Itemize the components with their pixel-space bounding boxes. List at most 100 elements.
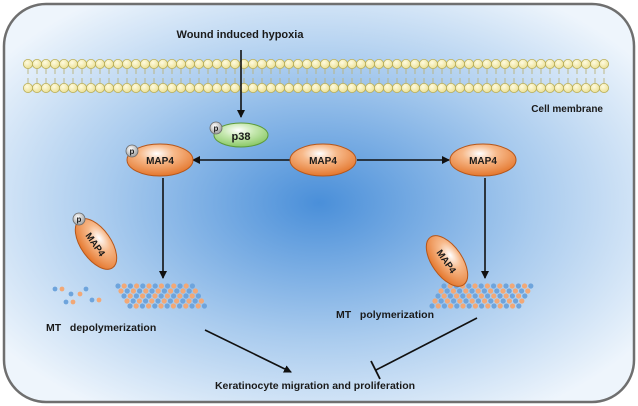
tubulin-subunit [472, 303, 478, 309]
membrane-lipid-head [68, 59, 79, 70]
tubulin-subunit [164, 303, 170, 309]
tubulin-subunit [192, 288, 198, 294]
tubulin-subunit [137, 288, 143, 294]
tubulin-subunit [503, 303, 509, 309]
membrane-lipid-head [166, 83, 177, 94]
membrane-lipid-head [95, 59, 106, 70]
tubulin-subunit [484, 283, 490, 289]
tubulin-subunit [522, 293, 528, 299]
tubulin-subunit [441, 303, 447, 309]
tubulin-subunit [189, 293, 195, 299]
tubulin-subunit [485, 303, 491, 309]
tubulin-subunit [528, 283, 534, 289]
membrane-lipid-head [310, 83, 321, 94]
membrane-lipid-head [22, 83, 33, 94]
membrane-lipid-head [157, 59, 168, 70]
membrane-lipid-head [382, 83, 393, 94]
tubulin-subunit [152, 283, 158, 289]
tubulin-subunit [186, 288, 192, 294]
tubulin-subunit [488, 298, 494, 304]
membrane-lipid-head [229, 83, 240, 94]
tubulin-subunit [479, 303, 485, 309]
tubulin-subunit [447, 293, 453, 299]
tubulin-subunit [525, 288, 531, 294]
membrane-lipid-head [59, 83, 70, 94]
tubulin-subunit [451, 298, 457, 304]
membrane-lipid-head [554, 83, 565, 94]
membrane-lipid-head [599, 59, 610, 70]
p38-protein: p38 [213, 122, 269, 148]
map4-bound: MAP4 [425, 235, 469, 287]
tubulin-subunit [180, 288, 186, 294]
membrane-lipid-head [274, 59, 285, 70]
membrane-lipid-head [527, 83, 538, 94]
tubulin-fragment [63, 299, 69, 305]
map4-detached-phospho-group: p [72, 212, 86, 226]
tubulin-subunit [512, 288, 519, 294]
tubulin-subunit [155, 298, 161, 304]
tubulin-subunit [460, 303, 466, 309]
tubulin-subunit [124, 298, 130, 304]
tubulin-subunit [466, 283, 472, 289]
tubulin-subunit [149, 288, 155, 294]
cell-membrane [22, 59, 610, 94]
tubulin-subunit [189, 303, 195, 309]
tubulin-subunit [444, 298, 450, 304]
membrane-lipid-head [527, 59, 538, 70]
membrane-lipid-head [581, 83, 592, 94]
membrane-lipid-head [418, 59, 429, 70]
p38-phospho-group: p [209, 121, 223, 135]
tubulin-subunit [167, 298, 173, 304]
tubulin-subunit [183, 303, 189, 309]
tubulin-subunit [161, 298, 167, 304]
tubulin-subunit [491, 303, 497, 309]
tubulin-subunit [146, 283, 152, 289]
membrane-lipid-head [445, 59, 456, 70]
membrane-lipid-head [301, 83, 312, 94]
membrane-lipid-head [175, 59, 186, 70]
tubulin-subunit [143, 288, 149, 294]
tubulin-subunit [497, 303, 503, 309]
tubulin-subunit [183, 293, 189, 299]
membrane-lipid-head [139, 83, 150, 94]
tubulin-subunit [497, 293, 503, 299]
membrane-lipid-head [545, 83, 556, 94]
tubulin-subunit [161, 288, 167, 294]
tubulin-subunit [509, 283, 515, 289]
tubulin-subunit [158, 283, 164, 289]
tubulin-subunit [189, 283, 195, 289]
tubulin-subunit [519, 298, 525, 304]
tubulin-subunit [134, 283, 140, 289]
tubulin-subunit [140, 283, 146, 289]
membrane-lipid-head [328, 83, 339, 94]
tubulin-subunit [168, 288, 174, 294]
tubulin-subunit [494, 288, 500, 294]
membrane-lipid-head [157, 83, 168, 94]
membrane-label: Cell membrane [531, 104, 603, 115]
membrane-lipid-head [418, 83, 429, 94]
membrane-lipid-head [193, 59, 204, 70]
tubulin-subunit [177, 293, 183, 299]
tubulin-subunit [475, 288, 481, 294]
arrow-depolymerization-to-migration [204, 329, 292, 373]
membrane-lipid-head [518, 59, 529, 70]
map4-right: MAP4 [449, 143, 517, 177]
tubulin-subunit [454, 293, 460, 299]
membrane-lipid-head [50, 83, 61, 94]
tubulin-subunit [177, 303, 183, 309]
membrane-lipid-head [554, 59, 565, 70]
inhibition-polymerization-to-migration [370, 317, 478, 380]
tubulin-subunit [460, 293, 466, 299]
tubulin-subunit [183, 283, 189, 289]
tubulin-subunit [457, 298, 463, 304]
tubulin-subunit [124, 288, 130, 294]
tubulin-subunit [146, 303, 152, 309]
membrane-lipid-head [220, 83, 231, 94]
membrane-lipid-head [211, 59, 222, 70]
stimulus-label: Wound induced hypoxia [177, 29, 305, 41]
svg-text:MAP4: MAP4 [309, 156, 337, 167]
map4-phosphorylated: MAP4 [126, 143, 194, 177]
svg-text:p: p [214, 124, 219, 133]
tubulin-subunit [441, 283, 447, 289]
